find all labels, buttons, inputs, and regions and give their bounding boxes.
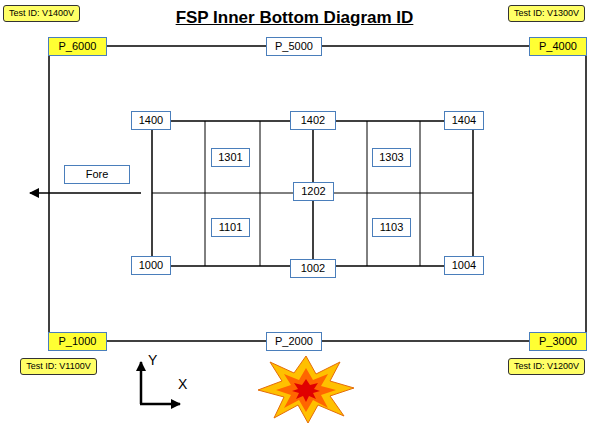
diagram-title: FSP Inner Bottom Diagram ID	[0, 8, 589, 28]
node-text: 1402	[301, 114, 325, 126]
node-text: P_6000	[59, 40, 97, 52]
node-text: P_1000	[59, 335, 97, 347]
direction-box: Fore	[64, 165, 130, 184]
axis-label: X	[178, 376, 187, 392]
point-id-box: 1404	[444, 111, 484, 130]
node-text: 1000	[139, 259, 163, 271]
node-text: 1103	[380, 221, 404, 233]
node-text: 1400	[139, 114, 163, 126]
test-id-tag: Test ID: V1400V	[3, 5, 80, 22]
corner-point-box: P_6000	[48, 37, 107, 56]
connector-line	[336, 120, 444, 122]
connector-line	[171, 265, 290, 267]
point-id-box: 1004	[444, 256, 484, 275]
node-text: P_4000	[539, 40, 577, 52]
corner-point-box: P_3000	[529, 332, 587, 351]
node-text: P_3000	[539, 335, 577, 347]
corner-point-box: P_1000	[48, 332, 107, 351]
point-id-box: 1202	[293, 182, 334, 201]
node-text: P_5000	[275, 40, 313, 52]
connector-line	[322, 45, 529, 47]
point-id-box: 1303	[372, 148, 411, 167]
connector-line	[322, 340, 529, 342]
inner-grid-lines	[152, 121, 473, 266]
node-text: Test ID: V1300V	[514, 9, 579, 19]
node-text: 1303	[379, 151, 403, 163]
connector-line	[151, 130, 153, 256]
point-id-box: 1103	[372, 218, 411, 237]
node-text: 1404	[452, 114, 476, 126]
test-id-tag: Test ID: V1300V	[508, 5, 585, 22]
point-id-box: 1301	[211, 148, 250, 167]
point-id-box: 1101	[211, 218, 250, 237]
connector-line	[48, 56, 50, 332]
axis-label: Y	[148, 352, 157, 368]
explosion-symbol	[258, 356, 354, 423]
connector-line	[312, 201, 314, 259]
point-id-box: P_5000	[266, 37, 322, 56]
connector-line	[472, 130, 474, 256]
point-id-box: 1400	[131, 111, 171, 130]
connector-line	[336, 265, 444, 267]
node-text: 1002	[301, 262, 325, 274]
node-text: P_2000	[275, 335, 313, 347]
axis-arrows	[140, 362, 180, 404]
corner-point-box: P_4000	[529, 37, 587, 56]
node-text: 1004	[452, 259, 476, 271]
connector-line	[585, 56, 587, 332]
node-text: 1301	[218, 151, 242, 163]
node-text: Fore	[86, 168, 109, 180]
point-id-box: 1000	[131, 256, 171, 275]
point-id-box: P_2000	[266, 332, 322, 351]
point-id-box: 1002	[290, 259, 336, 278]
connector-line	[107, 45, 266, 47]
fore-arrow	[30, 192, 141, 194]
connector-line	[171, 120, 290, 122]
node-text: Test ID: V1100V	[26, 362, 90, 372]
node-text: Test ID: V1200V	[514, 362, 579, 372]
point-id-box: 1402	[290, 111, 336, 130]
connector-line	[107, 340, 266, 342]
node-text: 1202	[301, 185, 325, 197]
test-id-tag: Test ID: V1200V	[508, 358, 585, 375]
node-text: Test ID: V1400V	[9, 9, 74, 19]
test-id-tag: Test ID: V1100V	[20, 358, 97, 375]
connector-line	[312, 130, 314, 182]
node-text: 1101	[219, 221, 243, 233]
